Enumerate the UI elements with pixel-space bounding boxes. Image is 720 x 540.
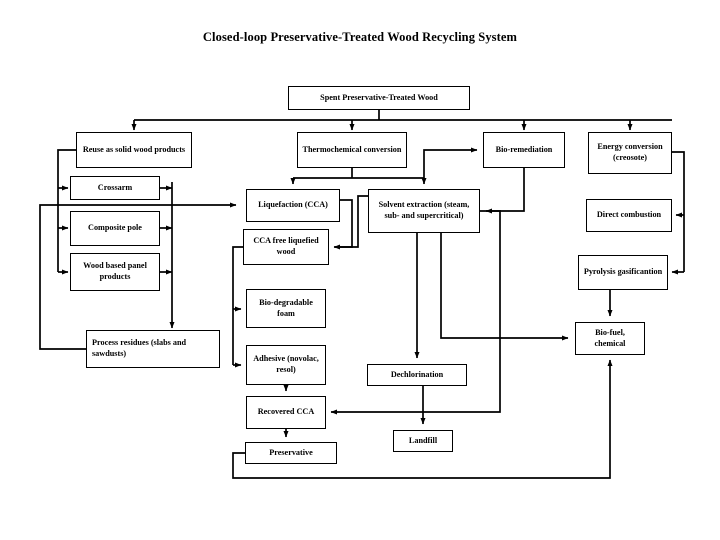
node-label: Bio-remediation [495,144,553,154]
node-label: Recovered CCA [257,407,315,417]
node-label: Thermochemical conversion [302,144,402,154]
node-crossarm[interactable]: Crossarm [70,176,160,200]
node-label: CCA free liquefied wood [253,236,319,256]
node-label: Crossarm [97,182,133,192]
node-adhesive[interactable]: Adhesive (novolac, resol) [246,345,326,385]
node-label: Dechlorination [390,369,444,379]
node-label: Landfill [408,435,438,445]
node-label: Spent Preservative-Treated Wood [320,92,438,102]
node-label: Bio-degradable foam [259,297,313,318]
node-cca-free-liquefied-wood[interactable]: CCA free liquefied wood [243,229,329,265]
node-bio-remediation[interactable]: Bio-remediation [483,132,565,168]
page-title: Closed-loop Preservative-Treated Wood Re… [202,30,518,44]
node-label: Solvent extraction (steam, sub- and supe… [378,200,470,220]
node-label: Preservative [269,447,313,457]
node-label: Reuse as solid wood products [82,144,186,154]
node-process-residues[interactable]: Process residues (slabs and sawdusts) [86,330,220,368]
node-preservative[interactable]: Preservative [245,442,337,464]
node-label: Process residues (slabs and sawdusts) [92,338,187,358]
node-composite-pole[interactable]: Composite pole [70,211,160,246]
node-liquefaction[interactable]: Liquefaction (CCA) [246,189,340,222]
node-solvent-extraction[interactable]: Solvent extraction (steam, sub- and supe… [368,189,480,233]
node-label: Pyrolysis gasificantion [583,267,663,277]
node-landfill[interactable]: Landfill [393,430,453,452]
node-reuse-solid-wood[interactable]: Reuse as solid wood products [76,132,192,168]
node-label: Adhesive (novolac, resol) [253,354,319,374]
node-energy-conversion[interactable]: Energy conversion (creosote) [588,132,672,174]
node-label: Liquefaction (CCA) [258,200,328,210]
node-bio-degradable-foam[interactable]: Bio-degradable foam [246,289,326,328]
node-pyrolysis-gasificantion[interactable]: Pyrolysis gasificantion [578,255,668,290]
node-label: Wood based panel products [83,261,147,281]
node-recovered-cca[interactable]: Recovered CCA [246,396,326,429]
node-wood-based-panel-products[interactable]: Wood based panel products [70,253,160,291]
node-label: Energy conversion (creosote) [597,142,663,162]
node-bio-fuel-chemical[interactable]: Bio-fuel, chemical [575,322,645,355]
node-label: Composite pole [88,223,142,233]
node-thermochemical-conversion[interactable]: Thermochemical conversion [297,132,407,168]
node-direct-combustion[interactable]: Direct combustion [586,199,672,232]
node-label: Direct combustion [596,210,662,220]
node-spent-wood[interactable]: Spent Preservative-Treated Wood [288,86,470,110]
node-dechlorination[interactable]: Dechlorination [367,364,467,386]
node-label: Bio-fuel, chemical [594,327,626,348]
